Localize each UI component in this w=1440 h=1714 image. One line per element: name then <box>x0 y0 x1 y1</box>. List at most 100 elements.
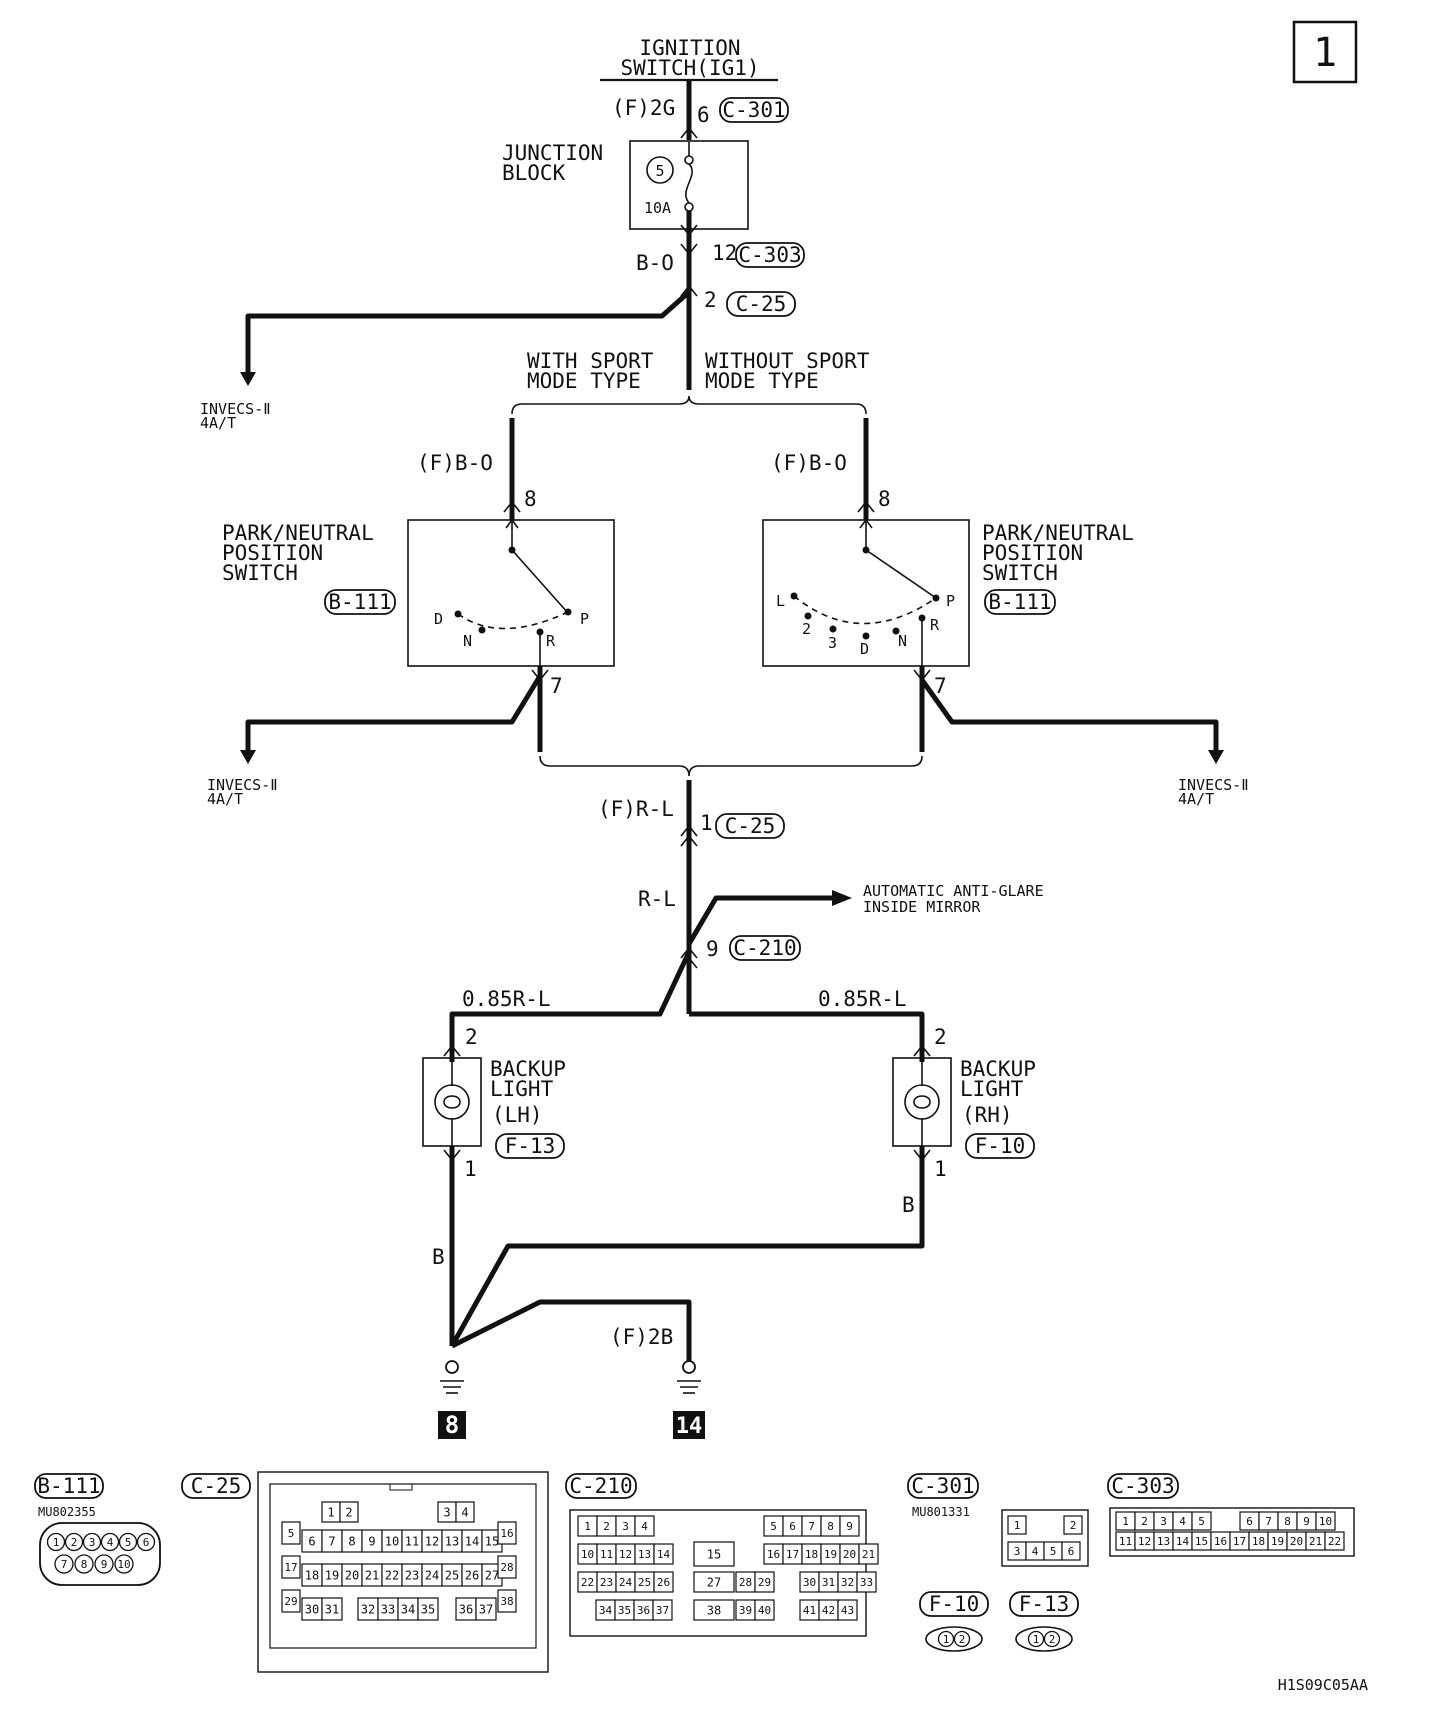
pnp-left-pin-in: 8 <box>524 487 537 511</box>
pnp-right-pos-n: N <box>898 632 907 650</box>
connector-tag-f13[interactable]: F-13 <box>495 1133 565 1159</box>
c210-pin-38: 38 <box>707 1603 721 1617</box>
c301-pin-3: 3 <box>1014 1545 1021 1558</box>
backup-lh-label-2: LIGHT <box>490 1077 554 1101</box>
c25-pin-23: 23 <box>405 1568 419 1582</box>
c210-pin-31: 31 <box>822 1576 835 1589</box>
pnp-right-pos-p: P <box>946 592 955 610</box>
ignition-label-1: IGNITION <box>639 36 740 60</box>
connector-tag-c301-label: C-301 <box>722 98 785 122</box>
without-sport-line2: MODE TYPE <box>705 369 819 393</box>
page-number-box: 1 <box>1292 20 1358 84</box>
junction-label-2: BLOCK <box>502 161 566 185</box>
connector-tag-f10[interactable]: F-10 <box>965 1133 1035 1159</box>
backup-rh-label-2: LIGHT <box>960 1077 1024 1101</box>
c25-pin-33: 33 <box>381 1602 395 1616</box>
connector-view-c301-name: C-301 <box>911 1474 974 1498</box>
c25-pin-32: 32 <box>361 1602 375 1616</box>
pnp-left-pos-p: P <box>580 610 589 628</box>
c303-pin-3: 3 <box>1160 1515 1167 1528</box>
b111-pin-9: 9 <box>101 1558 108 1571</box>
connector-tag-c25-mid[interactable]: C-25 <box>715 813 785 839</box>
c301-pin-1: 1 <box>1014 1519 1021 1532</box>
c25-pin-9: 9 <box>368 1534 375 1548</box>
c210-pin-25: 25 <box>638 1576 651 1589</box>
c25-pin-26: 26 <box>465 1568 479 1582</box>
connector-view-b111-name: B-111 <box>37 1474 100 1498</box>
ground-point-right: 14 <box>673 1360 705 1439</box>
c210-pin-36: 36 <box>637 1604 650 1617</box>
pnp-left-label-2: POSITION <box>222 541 323 565</box>
c25-pin-24: 24 <box>425 1568 439 1582</box>
c210-pin-22: 22 <box>581 1576 594 1589</box>
c25-pin-17: 17 <box>284 1561 297 1574</box>
connector-tag-c303[interactable]: C-303 <box>735 242 805 268</box>
connector-tag-c301[interactable]: C-301 <box>719 97 789 123</box>
c210-pin-11: 11 <box>600 1548 613 1561</box>
c303-pin-16: 16 <box>1214 1535 1227 1548</box>
c210-pin-12: 12 <box>619 1548 632 1561</box>
merge-pin: 1 <box>700 811 713 835</box>
backup-rh-ground-wire: B <box>902 1193 915 1217</box>
backup-lh-ground-wire: B <box>432 1245 445 1269</box>
b111-pin-3: 3 <box>89 1536 96 1549</box>
backup-lh-wire: 0.85R-L <box>462 987 551 1011</box>
backup-rh-pin-in: 2 <box>934 1025 947 1049</box>
connector-tag-f10-label: F-10 <box>975 1134 1026 1158</box>
fuse-rating: 10A <box>644 199 671 217</box>
connector-tag-c25-mid-label: C-25 <box>725 814 776 838</box>
c25-pin-5: 5 <box>288 1527 295 1540</box>
c25-pin-13: 13 <box>445 1534 459 1548</box>
ground-point-left: 8 <box>438 1360 466 1439</box>
c303-pin-7: 7 <box>1265 1515 1272 1528</box>
pnp-right-label-1: PARK/NEUTRAL <box>982 521 1134 545</box>
c210-pin-39: 39 <box>739 1604 752 1617</box>
connector-tag-b111-right[interactable]: B-111 <box>984 589 1056 615</box>
pnp-right-pin-in: 8 <box>878 487 891 511</box>
c25-pin-22: 22 <box>385 1568 399 1582</box>
connector-tag-c25-top[interactable]: C-25 <box>726 291 796 317</box>
c210-pin-13: 13 <box>638 1548 651 1561</box>
c210-pin-40: 40 <box>758 1604 771 1617</box>
c25-pin-20: 20 <box>345 1568 359 1582</box>
backup-rh-wire: 0.85R-L <box>818 987 907 1011</box>
c25-pin-1: 1 <box>327 1505 334 1519</box>
c25-pin-8: 8 <box>348 1534 355 1548</box>
b111-pin-5: 5 <box>125 1536 132 1549</box>
c25-pin-12: 12 <box>425 1534 439 1548</box>
c25-pin-19: 19 <box>325 1568 339 1582</box>
merge-brace <box>539 755 923 777</box>
backup-rh-pin-out: 1 <box>934 1157 947 1181</box>
c210-pin-37: 37 <box>656 1604 669 1617</box>
sport-brace <box>511 395 867 415</box>
merge-wire-2: R-L <box>638 887 676 911</box>
c210-pin-4: 4 <box>641 1520 648 1533</box>
connector-tag-b111-left[interactable]: B-111 <box>324 589 396 615</box>
backup-lh-label-1: BACKUP <box>490 1057 566 1081</box>
c210-pin-34: 34 <box>599 1604 613 1617</box>
c25-pin-14: 14 <box>465 1534 479 1548</box>
pnp-left-label-3: SWITCH <box>222 561 298 585</box>
connector-tag-c303-label: C-303 <box>738 243 801 267</box>
c25-pin-30: 30 <box>305 1602 319 1616</box>
ground-wire: (F)2B <box>610 1325 673 1349</box>
figure-code: H1S09C05AA <box>1278 1676 1368 1694</box>
c25-pin-2: 2 <box>345 1505 352 1519</box>
c25-pin-25: 25 <box>445 1568 459 1582</box>
backup-lh-pin-in: 2 <box>465 1025 478 1049</box>
c25-pin-36: 36 <box>459 1602 473 1616</box>
connector-view-c303-name: C-303 <box>1111 1474 1174 1498</box>
c210-pin-19: 19 <box>824 1548 837 1561</box>
connector-view-f10-name: F-10 <box>929 1592 980 1616</box>
c210-pin-14: 14 <box>657 1548 671 1561</box>
connector-tag-c210-wire[interactable]: C-210 <box>729 935 801 961</box>
c25-pin-38: 38 <box>500 1595 513 1608</box>
connector-view-b111-part: MU802355 <box>38 1505 96 1519</box>
